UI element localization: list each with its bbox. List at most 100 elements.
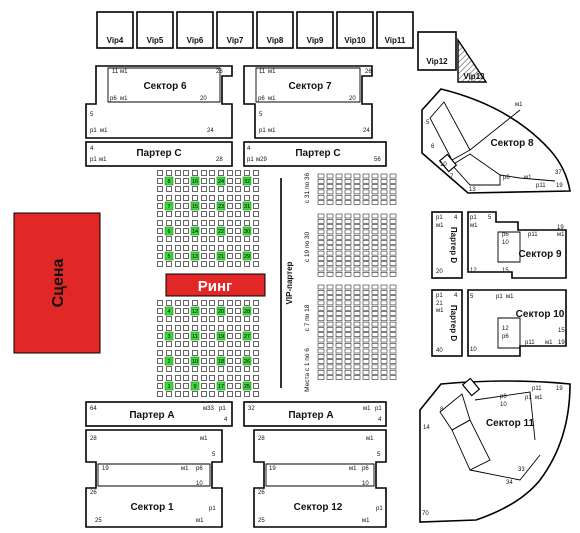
table-seat[interactable]: [253, 195, 259, 201]
table-seat[interactable]: [209, 308, 215, 314]
table-seat[interactable]: [183, 236, 189, 242]
vip-parter-seat[interactable]: [344, 266, 352, 272]
table-seat[interactable]: [227, 186, 233, 192]
vip-parter-seat[interactable]: [335, 284, 343, 290]
vip-parter-seat[interactable]: [362, 321, 370, 327]
table-seat[interactable]: [227, 245, 233, 251]
vip-parter-seat[interactable]: [344, 327, 352, 332]
table-seat[interactable]: [175, 220, 181, 226]
vip-parter-seat[interactable]: [335, 290, 343, 295]
table-seat[interactable]: [192, 236, 198, 242]
vip-parter-seat[interactable]: [353, 295, 361, 300]
vip-parter-seat[interactable]: [344, 184, 352, 189]
vip-parter-seat[interactable]: [317, 179, 325, 184]
vip-parter-seat[interactable]: [326, 311, 334, 316]
vip-parter-seat[interactable]: [371, 272, 379, 277]
vip-parter-seat[interactable]: [362, 316, 370, 322]
table-seat[interactable]: [183, 358, 189, 364]
vip-parter-seat[interactable]: [380, 348, 388, 354]
vip-parter-seat[interactable]: [317, 261, 325, 266]
vip-parter-seat[interactable]: [353, 375, 361, 380]
table-seat[interactable]: [166, 236, 172, 242]
vip-parter-seat[interactable]: [317, 245, 325, 251]
table-seat[interactable]: [175, 170, 181, 176]
vip-parter-seat[interactable]: [317, 234, 325, 240]
vip-parter-seat[interactable]: [335, 359, 343, 364]
vip-box[interactable]: Vip7: [216, 11, 254, 49]
table-seat[interactable]: [166, 195, 172, 201]
table-seat[interactable]: [157, 228, 163, 234]
vip-parter-seat[interactable]: [326, 290, 334, 295]
table-seat[interactable]: [157, 195, 163, 201]
vip-table[interactable]: 17: [209, 375, 233, 397]
vip-parter-seat[interactable]: [362, 213, 370, 219]
table-seat[interactable]: [157, 383, 163, 389]
vip-parter-seat[interactable]: [344, 194, 352, 200]
vip-parter-seat[interactable]: [353, 229, 361, 235]
table-seat[interactable]: [192, 325, 198, 331]
vip-parter-seat[interactable]: [380, 375, 388, 380]
table-seat[interactable]: [201, 245, 207, 251]
table-seat[interactable]: [235, 178, 241, 184]
table-seat[interactable]: [244, 261, 250, 267]
vip-parter-seat[interactable]: [317, 272, 325, 277]
vip-parter-seat[interactable]: [371, 256, 379, 261]
vip-parter-seat[interactable]: [371, 245, 379, 251]
table-seat[interactable]: [175, 195, 181, 201]
vip-parter-seat[interactable]: [326, 343, 334, 348]
sector-11[interactable]: Сектор 11 8 14 р6 10 р1 м1 р11 19 33 34 …: [419, 377, 571, 523]
table-seat[interactable]: [227, 261, 233, 267]
vip-table[interactable]: 28: [235, 300, 259, 322]
vip-parter-seat[interactable]: [362, 179, 370, 184]
parter-d-bottom[interactable]: Партер D р1 м1 40 21 4: [431, 289, 463, 357]
vip-parter-seat[interactable]: [335, 266, 343, 272]
vip-parter-seat[interactable]: [326, 284, 334, 290]
table-seat[interactable]: [183, 375, 189, 381]
vip-table[interactable]: 24: [209, 170, 233, 192]
vip-parter-seat[interactable]: [344, 359, 352, 364]
vip-parter-seat[interactable]: [389, 284, 397, 290]
vip-parter-seat[interactable]: [317, 224, 325, 229]
vip-parter-seat[interactable]: [326, 184, 334, 189]
table-seat[interactable]: [175, 253, 181, 259]
table-seat[interactable]: [175, 228, 181, 234]
vip-parter-seat[interactable]: [335, 375, 343, 380]
table-seat[interactable]: [192, 375, 198, 381]
table-seat[interactable]: [157, 236, 163, 242]
table-seat[interactable]: [235, 261, 241, 267]
vip-parter-seat[interactable]: [344, 173, 352, 179]
vip-parter-seat[interactable]: [335, 184, 343, 189]
vip-parter-seat[interactable]: [353, 189, 361, 195]
vip-box[interactable]: Vip12: [417, 31, 457, 71]
table-seat[interactable]: [209, 375, 215, 381]
table-seat[interactable]: [244, 325, 250, 331]
table-seat[interactable]: [157, 325, 163, 331]
vip-parter-seat[interactable]: [380, 321, 388, 327]
table-top[interactable]: [216, 306, 226, 316]
vip-parter-seat[interactable]: [317, 290, 325, 295]
table-seat[interactable]: [235, 383, 241, 389]
table-seat[interactable]: [244, 236, 250, 242]
vip-parter-seat[interactable]: [353, 200, 361, 205]
table-seat[interactable]: [218, 341, 224, 347]
table-seat[interactable]: [166, 350, 172, 356]
table-seat[interactable]: [209, 358, 215, 364]
table-seat[interactable]: [157, 170, 163, 176]
vip-table[interactable]: 21: [209, 245, 233, 267]
table-seat[interactable]: [192, 341, 198, 347]
vip-parter-seat[interactable]: [362, 295, 370, 300]
table-top[interactable]: [164, 251, 174, 261]
table-seat[interactable]: [235, 203, 241, 209]
table-seat[interactable]: [183, 170, 189, 176]
table-top[interactable]: [216, 226, 226, 236]
vip-parter-seat[interactable]: [380, 359, 388, 364]
vip-parter-seat[interactable]: [335, 332, 343, 337]
table-seat[interactable]: [201, 203, 207, 209]
vip-parter-seat[interactable]: [389, 213, 397, 219]
table-seat[interactable]: [201, 220, 207, 226]
vip-parter-seat[interactable]: [353, 316, 361, 322]
table-seat[interactable]: [209, 383, 215, 389]
vip-parter-seat[interactable]: [362, 354, 370, 359]
table-seat[interactable]: [253, 186, 259, 192]
table-top[interactable]: [216, 201, 226, 211]
